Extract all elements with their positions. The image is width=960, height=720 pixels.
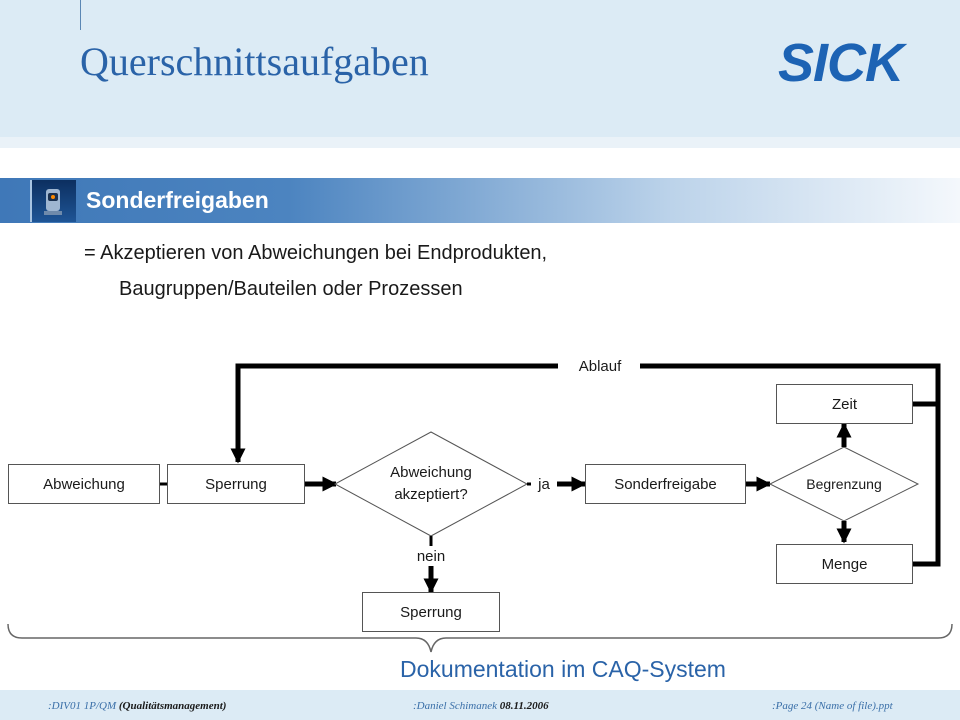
footer-date: 08.11.2006 (499, 700, 549, 712)
sick-logo: SICK (778, 33, 904, 93)
box-sperrung: Sperrung (167, 464, 305, 504)
box-menge: Menge (776, 544, 913, 584)
documentation-label: Dokumentation im CAQ-System (400, 656, 726, 682)
section-bar (0, 178, 960, 223)
label-ablauf: Ablauf (578, 358, 622, 375)
slide-title: Querschnittsaufgaben (80, 39, 429, 84)
documentation-brace (7, 623, 953, 653)
label-ja: ja (538, 476, 550, 493)
definition-line-1: = Akzeptieren von Abweichungen bei Endpr… (84, 242, 548, 264)
box-sonderfreigabe: Sonderfreigabe (585, 464, 746, 504)
header-separator (0, 137, 960, 148)
header-tick (80, 0, 81, 30)
label-nein: nein (416, 548, 446, 565)
label-begrenzung: Begrenzung (806, 476, 882, 492)
loop-from-menge (913, 404, 941, 567)
loop-to-sperrung (230, 363, 558, 464)
footer-division: :DIV01 1P/QM (48, 700, 117, 712)
slide-footer (0, 690, 960, 720)
sensor-icon (30, 180, 76, 222)
footer-author: :Daniel Schimanek (413, 700, 497, 712)
loop-from-zeit (640, 363, 941, 407)
decision-label-1: Abweichung (390, 464, 472, 481)
box-abweichung: Abweichung (8, 464, 160, 504)
footer-middle: :Daniel Schimanek 08.11.2006 (413, 700, 549, 712)
slide-header (0, 0, 960, 137)
definition-line-2: Baugruppen/Bauteilen oder Prozessen (119, 278, 463, 300)
footer-left: :DIV01 1P/QM (Qualitätsmanagement) (48, 700, 226, 712)
footer-right: :Page 24 (Name of file).ppt (772, 700, 893, 712)
section-title: Sonderfreigaben (86, 187, 269, 213)
footer-department: (Qualitätsmanagement) (118, 700, 227, 712)
decision-label-2: akzeptiert? (394, 486, 468, 503)
box-sperrung-nein: Sperrung (362, 592, 500, 632)
box-zeit: Zeit (776, 384, 913, 424)
